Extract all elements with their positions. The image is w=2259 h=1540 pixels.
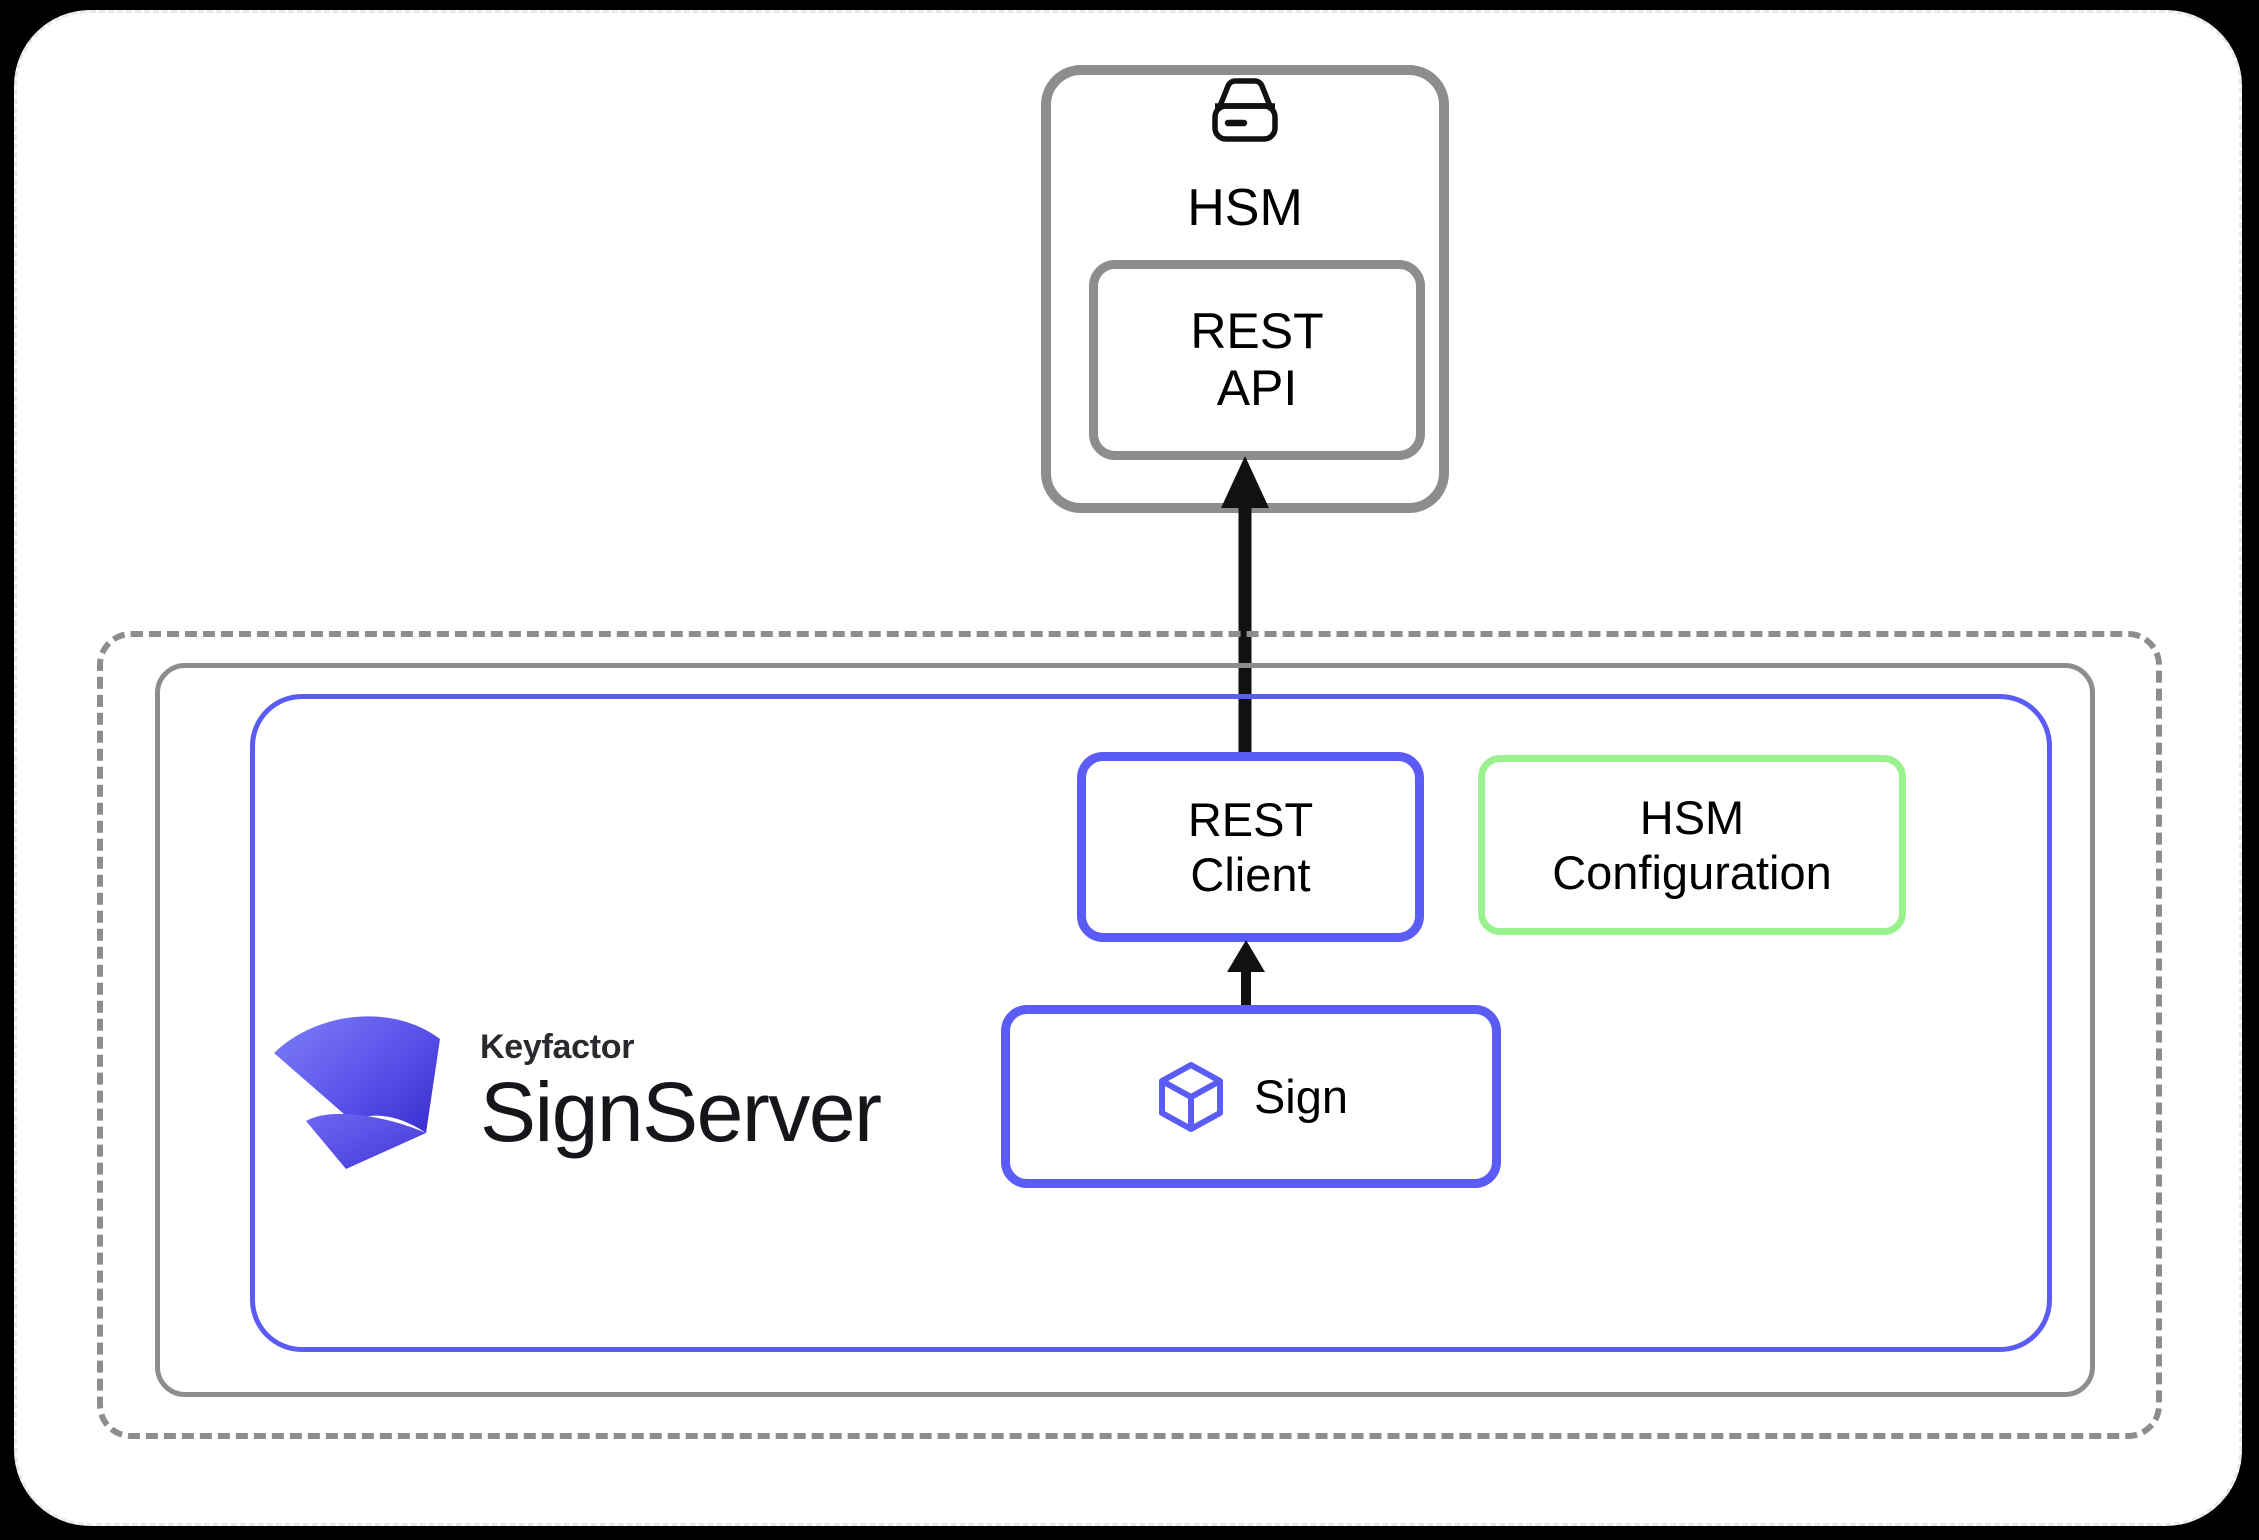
hsm-configuration-box[interactable]: HSM Configuration	[1478, 755, 1906, 935]
sign-label: Sign	[1253, 1069, 1349, 1123]
signserver-app-container	[250, 694, 2052, 1352]
rest-client-label-line1: REST	[1187, 792, 1314, 846]
logo-brand-text: Keyfactor	[480, 1028, 635, 1066]
hsm-configuration-label-line1: HSM	[1639, 790, 1745, 844]
rest-api-label-line2: API	[1216, 360, 1298, 416]
host-container	[155, 663, 2095, 1397]
hsm-title: HSM	[1187, 179, 1303, 237]
keyfactor-fan-logo-mark	[274, 1016, 440, 1169]
rest-api-label-line1: REST	[1190, 303, 1324, 359]
rest-client-label-line2: Client	[1190, 848, 1311, 901]
hsm-appliance-icon	[1212, 78, 1278, 142]
sign-box[interactable]: Sign	[1001, 1005, 1501, 1188]
cube-icon	[1158, 1061, 1223, 1132]
rest-client-box[interactable]: REST Client	[1077, 752, 1424, 942]
logo-wordmark: Keyfactor SignServer	[480, 1024, 882, 1159]
deployment-boundary	[97, 631, 2162, 1439]
keyfactor-signserver-logo: Keyfactor SignServer	[268, 1003, 882, 1175]
logo-product-text: SignServer	[480, 1065, 882, 1159]
hsm-configuration-label-line2: Configuration	[1552, 846, 1832, 899]
hsm-rest-api-box: REST API	[1089, 260, 1425, 460]
